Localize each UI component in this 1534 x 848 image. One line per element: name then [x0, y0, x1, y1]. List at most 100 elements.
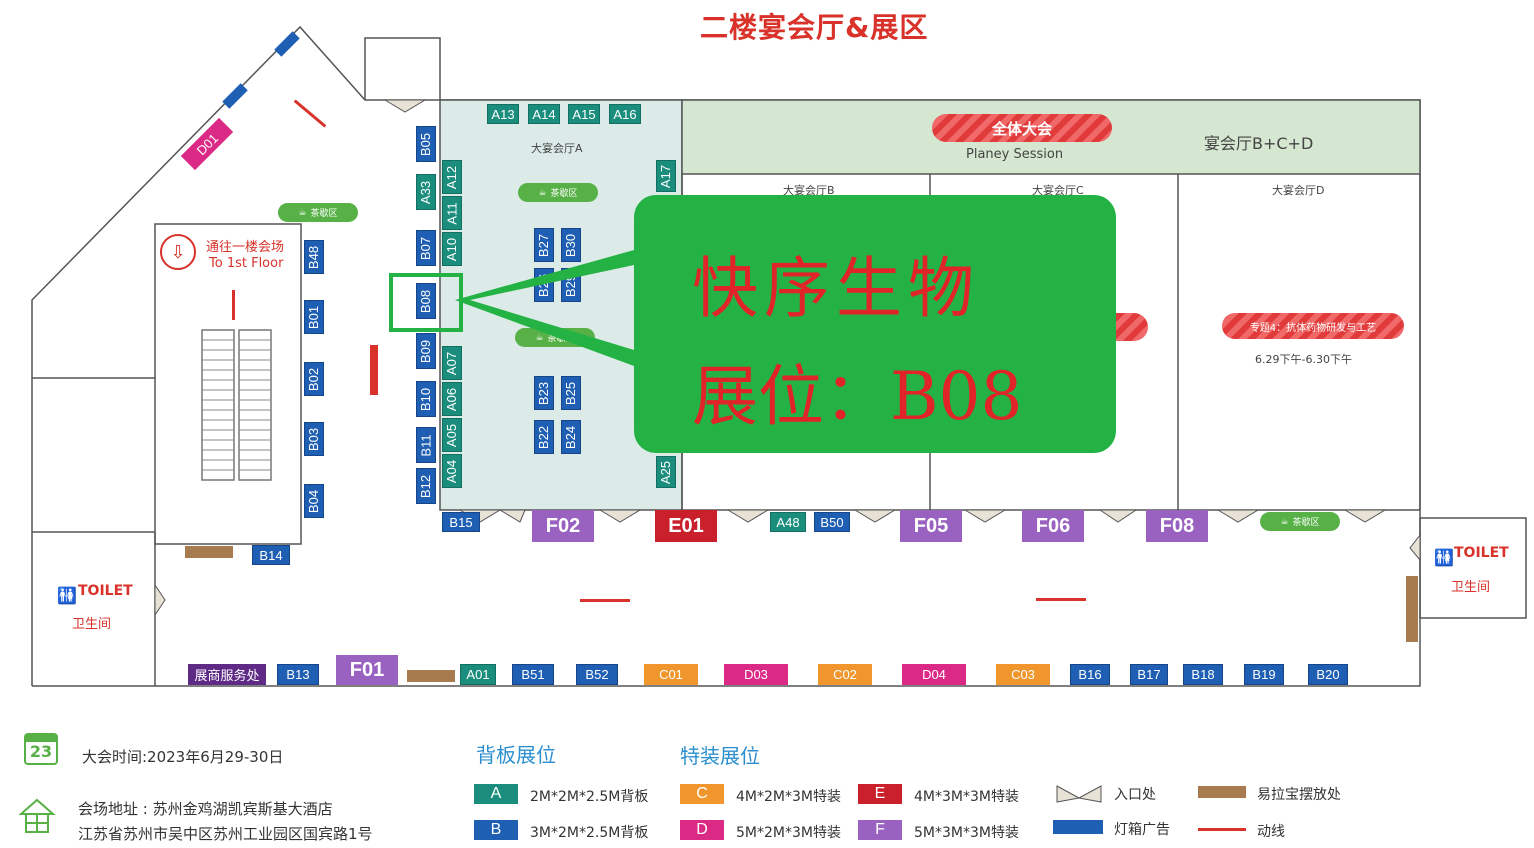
booth-B02[interactable]: B02: [304, 362, 324, 396]
service-desk[interactable]: 展商服务处: [188, 664, 266, 685]
callout-company: 快序生物: [692, 250, 980, 327]
booth-F02[interactable]: F02: [532, 510, 594, 542]
legend-text-a: 2M*2M*2.5M背板: [530, 789, 649, 805]
booth-A15[interactable]: A15: [568, 104, 600, 124]
booth-E01[interactable]: E01: [655, 510, 717, 542]
booth-B30[interactable]: B30: [561, 228, 581, 262]
booth-F01[interactable]: F01: [336, 655, 398, 685]
booth-B11[interactable]: B11: [416, 427, 436, 463]
flow-line: [232, 290, 235, 320]
legend-swatch-b: B: [474, 820, 518, 840]
booth-A12[interactable]: A12: [442, 160, 462, 194]
booth-A25[interactable]: A25: [656, 456, 676, 488]
booth-B09[interactable]: B09: [416, 333, 436, 369]
booth-A01[interactable]: A01: [460, 664, 496, 685]
legend-rollup: 易拉宝摆放处: [1257, 787, 1341, 803]
callout-booth: 展位：B08: [692, 358, 1023, 435]
booth-B01[interactable]: B01: [304, 300, 324, 334]
booth-A16[interactable]: A16: [609, 104, 641, 124]
booth-C02[interactable]: C02: [818, 664, 872, 685]
stairs-label-en: To 1st Floor: [209, 256, 284, 271]
legend-swatch-f: F: [858, 820, 902, 840]
plenary-label: 全体大会: [991, 119, 1052, 138]
booth-B50[interactable]: B50: [814, 512, 850, 532]
entrance-icon: [1056, 785, 1102, 803]
topic4-time: 6.29下午-6.30下午: [1255, 353, 1352, 366]
booth-B18[interactable]: B18: [1183, 664, 1223, 685]
event-date: 大会时间:2023年6月29-30日: [82, 748, 284, 766]
booth-B51[interactable]: B51: [512, 664, 554, 685]
booth-B19[interactable]: B19: [1244, 664, 1284, 685]
booth-C03[interactable]: C03: [996, 664, 1050, 685]
booth-B05[interactable]: B05: [416, 126, 436, 162]
legend-flow: 动线: [1257, 824, 1285, 840]
plenary-sub: Planey Session: [966, 147, 1064, 162]
booth-B48[interactable]: B48: [304, 240, 324, 274]
legend-text-e: 4M*3M*3M特装: [914, 789, 1019, 805]
booth-B08[interactable]: B08: [416, 283, 436, 319]
booth-A10[interactable]: A10: [442, 232, 462, 266]
booth-B10[interactable]: B10: [416, 381, 436, 417]
legend-text-d: 5M*2M*3M特装: [736, 825, 841, 841]
venue-address-1: 会场地址 : 苏州金鸡湖凯宾斯基大酒店: [78, 800, 333, 818]
booth-A33[interactable]: A33: [416, 174, 436, 210]
legend-text-c: 4M*2M*3M特装: [736, 789, 841, 805]
booth-B16[interactable]: B16: [1070, 664, 1110, 685]
toilet-icon: 🚻: [57, 586, 77, 605]
legend-special-title: 特装展位: [680, 744, 760, 768]
legend-text-f: 5M*3M*3M特装: [914, 825, 1019, 841]
booth-C01[interactable]: C01: [644, 664, 698, 685]
legend-swatch-a: A: [474, 784, 518, 804]
topic4-badge: 专题4：抗体药物研发与工艺: [1222, 313, 1404, 339]
calendar-day: 23: [29, 742, 53, 761]
booth-B12[interactable]: B12: [416, 468, 436, 504]
stairs-icon: ⇩: [160, 234, 196, 270]
booth-B25[interactable]: B25: [561, 376, 581, 410]
toilet-label-cn: 卫生间: [1451, 580, 1491, 595]
booth-F05[interactable]: F05: [900, 510, 962, 542]
hall-c-label: 大宴会厅C: [1032, 184, 1084, 197]
hall-bcd-label: 宴会厅B+C+D: [1204, 134, 1314, 153]
booth-B03[interactable]: B03: [304, 422, 324, 456]
booth-A17[interactable]: A17: [656, 160, 676, 192]
legend-swatch-d: D: [680, 820, 724, 840]
tea-area: ☕茶歇区: [518, 183, 598, 202]
booth-D03[interactable]: D03: [724, 664, 788, 685]
plenary-badge: 全体大会: [932, 114, 1112, 142]
booth-B24[interactable]: B24: [561, 420, 581, 454]
stairs-label-cn: 通往一楼会场: [206, 240, 285, 255]
booth-B22[interactable]: B22: [534, 420, 554, 454]
booth-B27[interactable]: B27: [534, 228, 554, 262]
lightbox-swatch: [1053, 820, 1103, 834]
legend-entrance: 入口处: [1114, 787, 1156, 803]
booth-A07[interactable]: A07: [442, 346, 462, 380]
booth-B20[interactable]: B20: [1308, 664, 1348, 685]
booth-F08[interactable]: F08: [1146, 510, 1208, 542]
tea-area: ☕茶歇区: [278, 203, 358, 222]
booth-B15[interactable]: B15: [442, 512, 480, 532]
toilet-icon: 🚻: [1434, 548, 1454, 567]
booth-B17[interactable]: B17: [1130, 664, 1168, 685]
booth-B07[interactable]: B07: [416, 230, 436, 266]
topic4-label: 专题4：抗体药物研发与工艺: [1249, 322, 1377, 334]
toilet-label-en: TOILET: [78, 583, 133, 599]
booth-F06[interactable]: F06: [1022, 510, 1084, 542]
booth-A04[interactable]: A04: [442, 454, 462, 488]
booth-A13[interactable]: A13: [487, 104, 519, 124]
calendar-icon: 23: [24, 733, 58, 765]
booth-B52[interactable]: B52: [576, 664, 618, 685]
hall-b-label: 大宴会厅B: [783, 184, 835, 197]
booth-A48[interactable]: A48: [770, 512, 806, 532]
booth-A05[interactable]: A05: [442, 418, 462, 452]
legend-lightbox: 灯箱广告: [1114, 822, 1170, 838]
booth-B14[interactable]: B14: [252, 545, 290, 565]
booth-D04[interactable]: D04: [902, 664, 966, 685]
legend-backboard-title: 背板展位: [476, 743, 556, 767]
booth-B13[interactable]: B13: [277, 664, 319, 685]
booth-A11[interactable]: A11: [442, 196, 462, 230]
building-icon: [18, 796, 56, 834]
booth-B23[interactable]: B23: [534, 376, 554, 410]
booth-A14[interactable]: A14: [528, 104, 560, 124]
booth-B04[interactable]: B04: [304, 484, 324, 518]
booth-A06[interactable]: A06: [442, 382, 462, 416]
